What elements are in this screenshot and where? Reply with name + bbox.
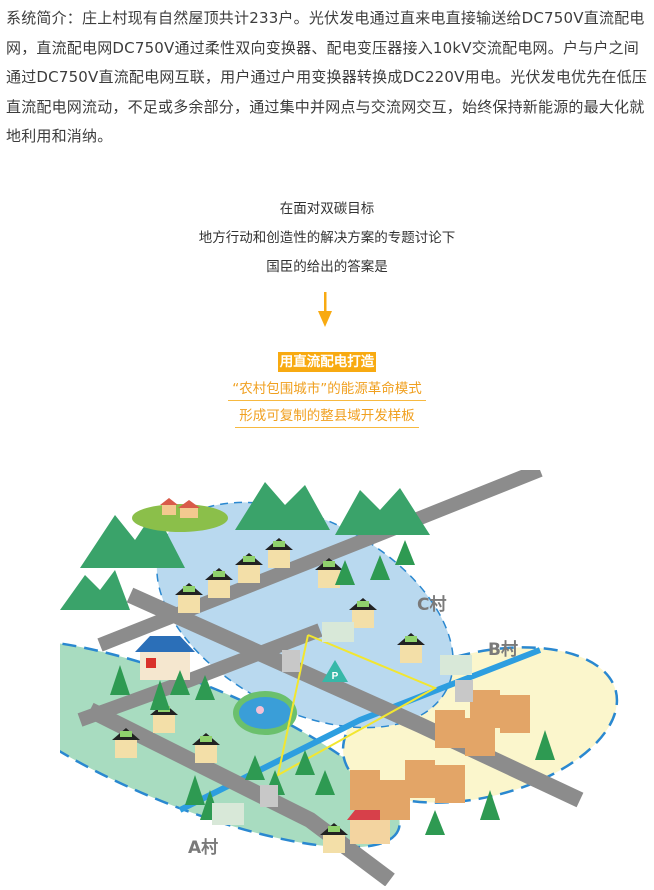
label-village-a: A村 <box>188 838 219 858</box>
question-line-1: 在面对双碳目标 <box>279 201 375 217</box>
road-lower <box>86 702 395 887</box>
storage-a <box>212 803 244 825</box>
zone-a <box>0 638 401 849</box>
converter-b <box>455 680 473 702</box>
down-arrow-icon <box>318 292 332 327</box>
houses <box>112 538 425 853</box>
answer-highlight: 用直流配电打造 <box>277 352 377 372</box>
intro-paragraph: 系统简介：庄上村现有自然屋顶共计233户。光伏发电通过直来电直接输送给DC750… <box>6 9 648 145</box>
dc-link-lines <box>276 634 438 777</box>
mountains <box>60 482 430 610</box>
label-village-c: C村 <box>417 595 447 615</box>
storage-b <box>440 655 472 675</box>
townhouses <box>350 690 530 820</box>
illustration-svg: P <box>0 463 619 887</box>
village-dc-grid-illustration: P <box>0 463 620 887</box>
question-line-2: 地方行动和创造性的解决方案的专题讨论下 <box>198 230 456 246</box>
road-main <box>126 587 584 808</box>
answer-block: 用直流配电打造 “农村包围城市”的能源革命模式 形成可复制的整县域开发样板 <box>0 351 654 428</box>
converter-c <box>282 650 300 672</box>
answer-line-1: “农村包围城市”的能源革命模式 <box>228 379 426 401</box>
question-line-3: 国臣的给出的答案是 <box>266 259 388 275</box>
storage-c <box>322 622 354 642</box>
question-block: 在面对双碳目标 地方行动和创造性的解决方案的专题讨论下 国臣的给出的答案是 <box>0 195 654 282</box>
trees <box>110 540 555 835</box>
label-village-b: B村 <box>488 640 518 660</box>
answer-line-2: 形成可复制的整县域开发样板 <box>235 406 419 428</box>
parking-icon: P <box>332 671 339 682</box>
converter-a <box>260 785 278 807</box>
